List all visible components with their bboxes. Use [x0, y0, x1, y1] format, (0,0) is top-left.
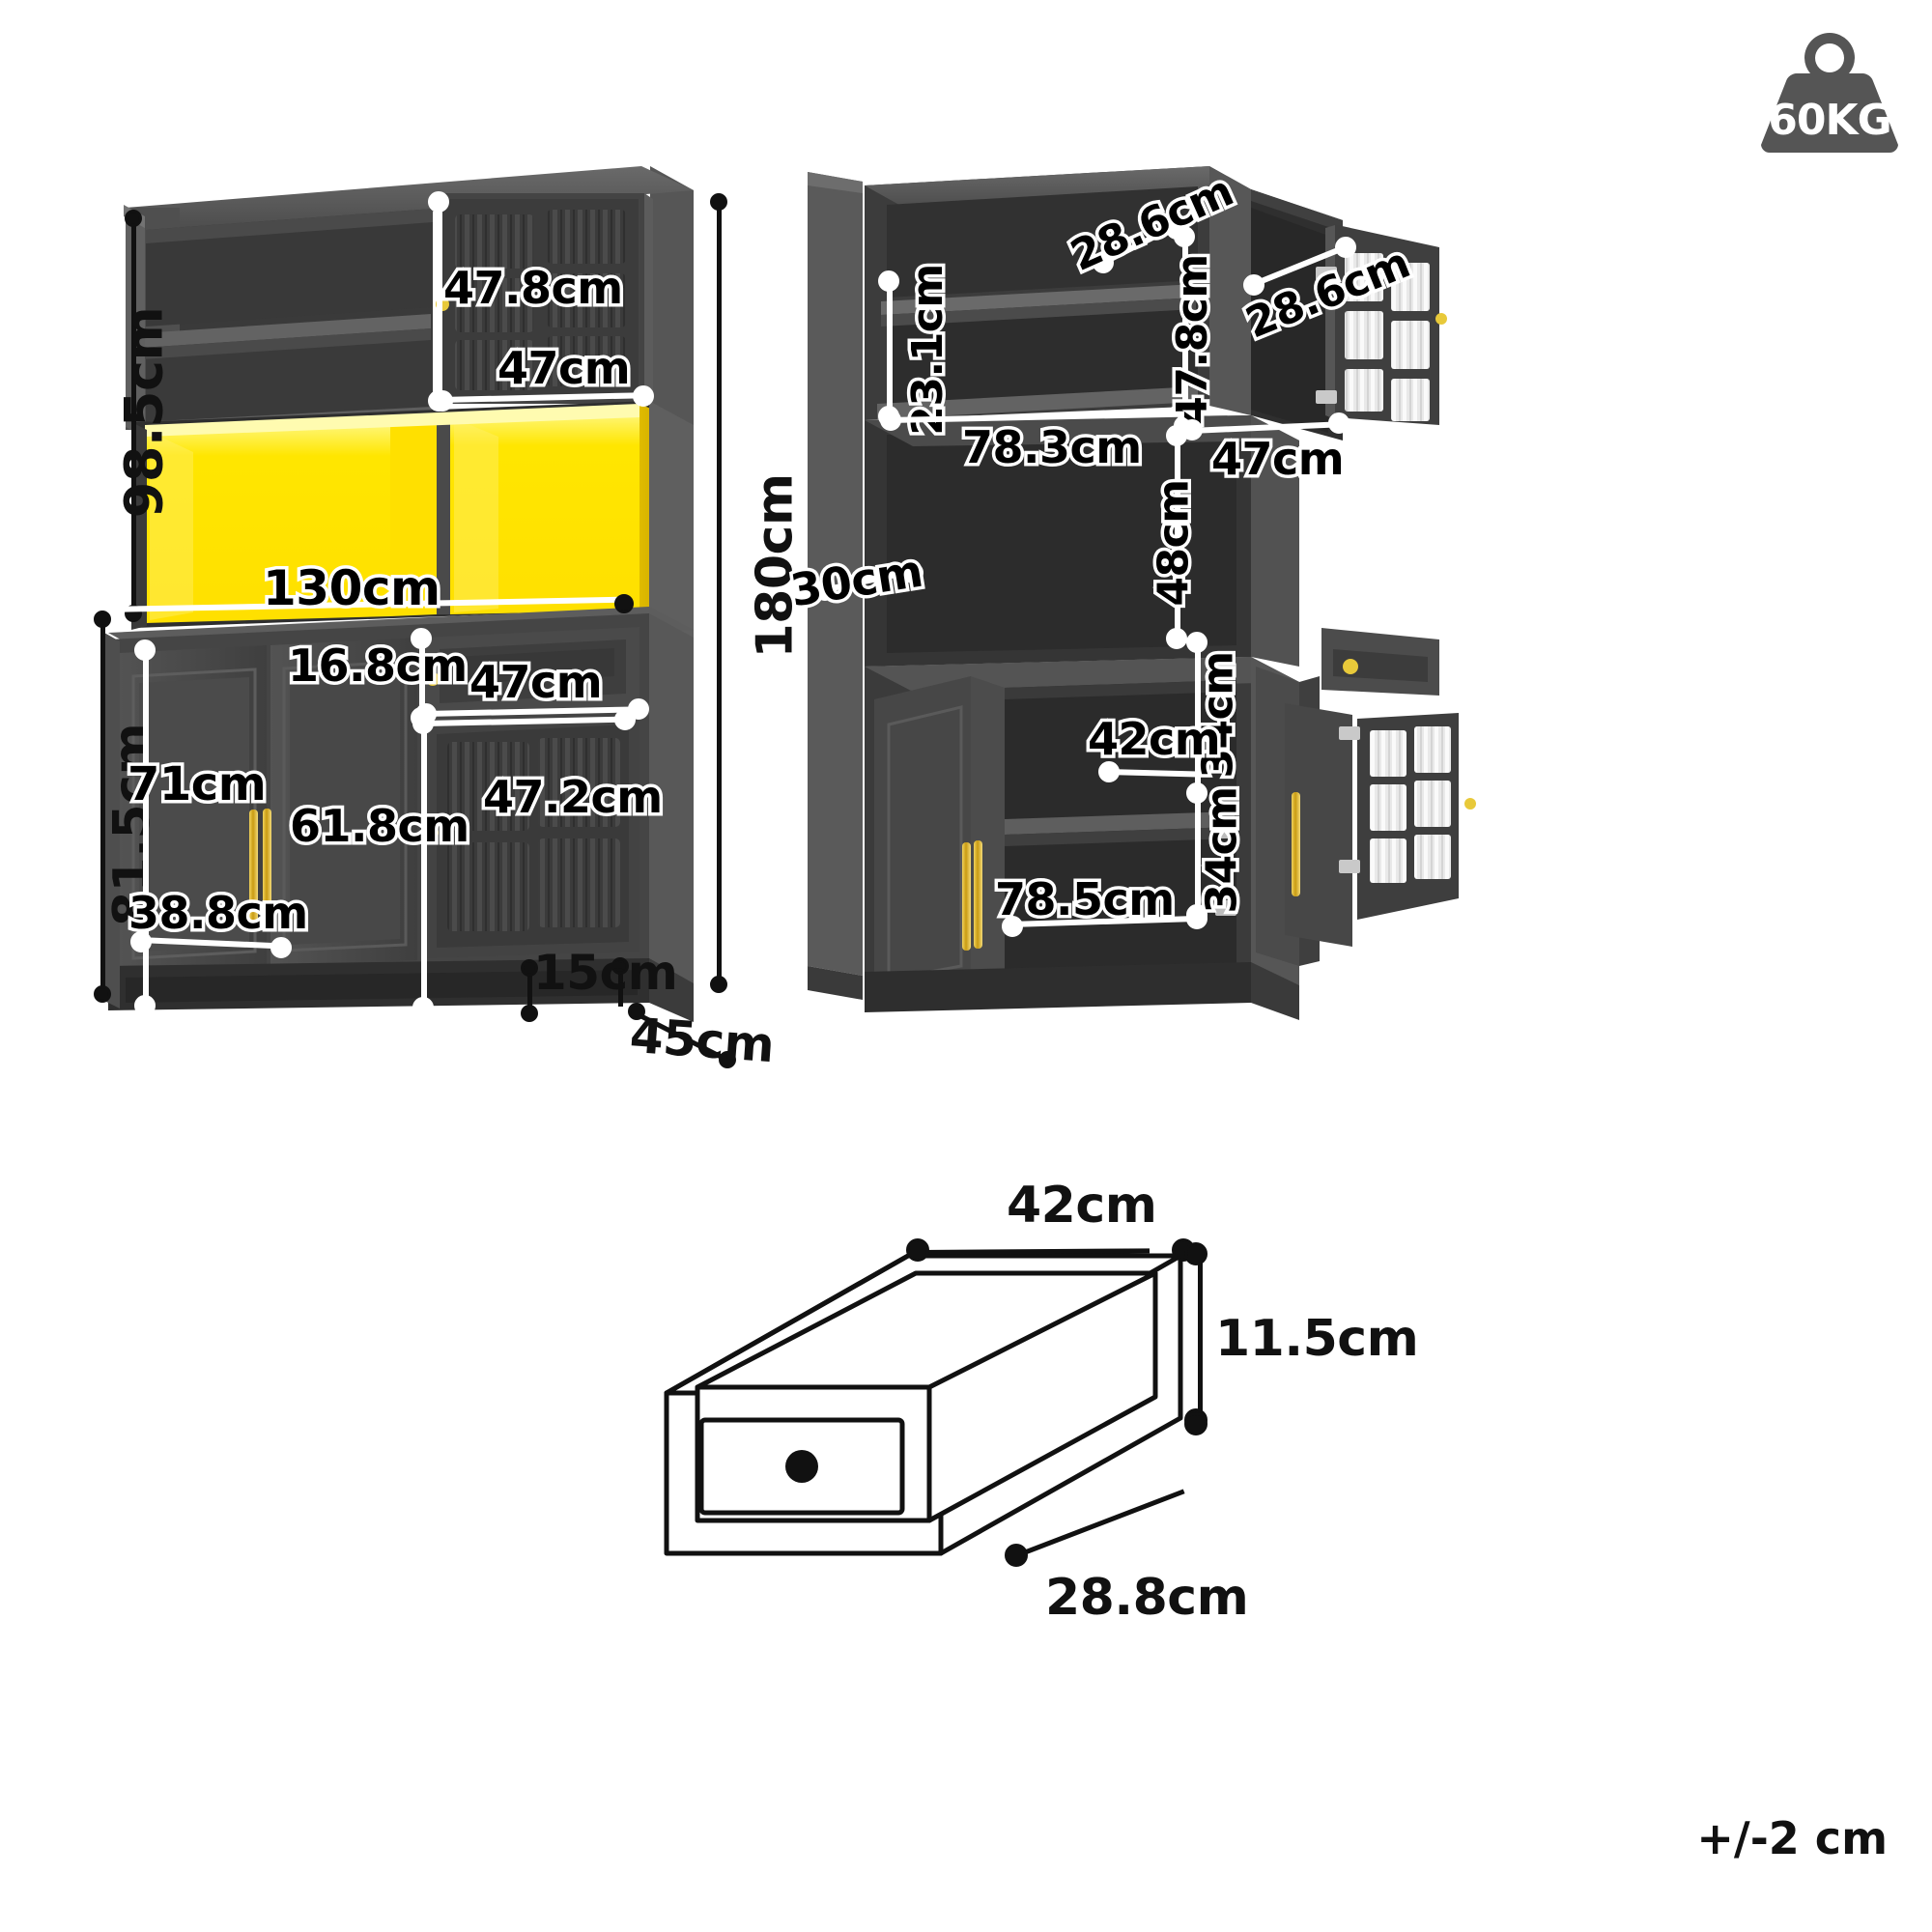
leader-dot	[614, 594, 634, 613]
leader-dot	[1243, 274, 1264, 296]
leader-line-plinth-height-2	[618, 964, 623, 1007]
dimension-drawer-depth: 28.8cm	[1045, 1569, 1249, 1627]
weight-capacity-label: 60KG	[1768, 96, 1891, 145]
leader-dot	[1093, 252, 1114, 273]
dimension-lower-door-width: 38.8cm	[126, 887, 312, 939]
leader-dot	[719, 1051, 736, 1068]
leader-dot	[880, 410, 901, 431]
leader-dot	[428, 191, 449, 213]
dimension-drawer-front-width: 47cm	[466, 656, 606, 708]
dimension-overall-height-upper: 98.5cm	[113, 306, 175, 519]
dimension-drawer-front-height: 16.8cm	[285, 639, 471, 692]
leader-dot	[1174, 226, 1195, 247]
leader-dot	[814, 580, 836, 601]
leader-dot	[878, 270, 899, 292]
drawer-detail-artwork	[664, 1253, 1183, 1556]
dimension-middle-open-height: 48cm	[1146, 476, 1202, 610]
leader-line-upper-cabinet-inner-height	[1182, 236, 1188, 425]
dimension-upper-glass-door-height: 47.8cm	[440, 262, 627, 314]
leader-line-lower-upper-compartment-height	[1195, 639, 1201, 790]
leader-dot	[902, 562, 923, 583]
leader-dot	[614, 709, 636, 730]
dimension-lower-cabinet-inner-width: 78.5cm	[992, 873, 1179, 925]
dimension-lower-compartment-depth: 42cm	[1084, 713, 1224, 765]
dimension-upper-open-shelf-height: 23.1cm	[899, 261, 955, 440]
leader-dot	[270, 937, 292, 958]
leader-line-lower-door-height	[143, 649, 149, 1005]
weight-capacity-badge: 60KG	[1748, 27, 1911, 153]
leader-line-lower-glass-door-height	[421, 723, 427, 1007]
leader-dot	[1184, 1412, 1208, 1435]
leader-dot	[1098, 761, 1120, 782]
leader-dot	[94, 985, 111, 1003]
leader-dot	[1335, 237, 1356, 258]
leader-dot	[906, 1238, 929, 1262]
leader-line-plinth-height	[527, 966, 532, 1010]
leader-line-drawer-front-height	[419, 638, 425, 717]
leader-dot	[411, 628, 432, 649]
dimension-lower-glass-door-height: 47.2cm	[480, 771, 667, 823]
open-view-artwork	[808, 166, 1476, 1020]
dimension-overall-width: 130cm	[260, 560, 444, 616]
dimension-drawer-inner-width: 42cm	[1007, 1177, 1157, 1235]
leader-dot	[1005, 1544, 1028, 1567]
leader-line-upper-open-shelf-height	[887, 280, 893, 415]
leader-dot	[1166, 425, 1187, 446]
leader-dot	[521, 1005, 538, 1022]
leader-line-lower-cabinet-height	[100, 618, 105, 993]
dimension-upper-glass-door-width: 47cm	[494, 342, 634, 394]
leader-line-overall-height-upper	[131, 216, 136, 612]
leader-dot	[710, 193, 727, 211]
dimension-overall-depth: 45cm	[628, 1007, 777, 1074]
dimension-middle-door-height: 61.8cm	[287, 800, 473, 852]
leader-line-upper-door-height	[437, 201, 442, 400]
leader-dot	[134, 639, 156, 661]
leader-dot	[1002, 916, 1023, 937]
leader-dot	[1186, 632, 1208, 653]
leader-dot	[1186, 908, 1208, 929]
leader-dot	[432, 390, 453, 412]
leader-line-lower-lower-compartment-height	[1195, 784, 1201, 912]
front-view-artwork	[104, 166, 694, 1022]
tolerance-note: +/-2 cm	[1696, 1812, 1888, 1864]
leader-dot	[412, 997, 434, 1018]
leader-dot	[633, 385, 654, 407]
dimension-upper-door-inner-width: 47cm	[1208, 433, 1348, 485]
dimension-plinth-height: 15cm	[533, 945, 678, 1001]
leader-line-middle-open-height	[1175, 433, 1180, 638]
leader-dot	[134, 995, 156, 1016]
weight-icon	[1761, 33, 1898, 153]
leader-dot	[130, 931, 152, 952]
dimension-lower-door-height: 71cm	[124, 757, 270, 811]
leader-line-overall-height-total	[717, 203, 722, 983]
dimension-drawer-height: 11.5cm	[1215, 1310, 1419, 1368]
leader-dot	[710, 976, 727, 993]
leader-dot	[125, 210, 142, 227]
dimension-upper-cabinet-inner-height: 47.8cm	[1164, 251, 1220, 430]
leader-line-drawer-height	[1198, 1256, 1203, 1420]
dimension-lower-lower-compartment-height: 34cm	[1194, 783, 1250, 917]
leader-dot	[611, 957, 629, 975]
leader-dot	[1184, 1242, 1208, 1265]
leader-dot	[1166, 628, 1187, 649]
dimension-upper-open-shelf-width: 78.3cm	[959, 421, 1146, 473]
leader-dot	[628, 1003, 645, 1020]
leader-dot	[521, 959, 538, 977]
leader-dot	[1328, 412, 1350, 434]
leader-dot	[94, 611, 111, 628]
